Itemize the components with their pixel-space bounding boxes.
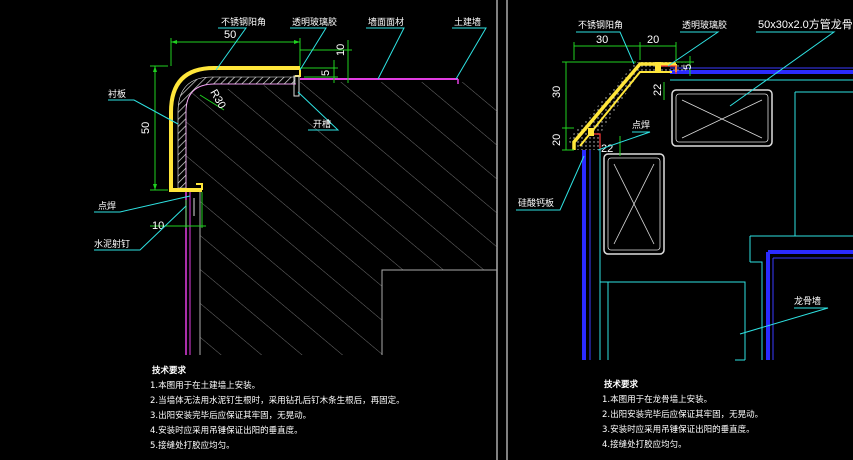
label-stainless-corner: 不锈钢阳角 [578,19,623,31]
dim-5-right: 5 [682,64,694,70]
label-backing-board: 衬板 [108,88,126,100]
label-stainless-corner: 不锈钢阳角 [221,16,266,28]
note-item: 3.出阳安装完毕后应保证其牢固，无晃动。 [150,410,311,421]
notes-title: 技术要求 [152,365,187,376]
tube-keel-top [671,89,773,147]
left-detail: 50 50 R30 10 5 10 不锈钢阳角 透明玻璃胶 墙面面材 土建墙 衬… [94,16,497,451]
dim-width: 50 [224,29,236,41]
dim-20-top: 20 [647,34,659,46]
label-spot-weld: 点焊 [632,119,650,131]
dim-22-b: 22 [601,143,613,155]
dim-10-top: 10 [335,44,347,56]
label-calcium-board: 硅酸钙板 [518,197,554,209]
label-wall-finish: 墙面面材 [368,16,404,28]
label-tube-keel: 50x30x2.0方管龙骨 [758,17,853,31]
right-detail: 30 20 5 30 20 22 22 不锈钢阳角 透明玻璃胶 50x30x2.… [516,17,853,450]
dim-30-top: 30 [596,34,608,46]
note-item: 4.安装时应采用吊锤保证出阳的垂直度。 [150,425,303,436]
dim-22-a: 22 [652,84,664,96]
note-item: 3.安装时应采用吊锤保证出阳的垂直度。 [602,424,755,435]
label-cement-nail: 水泥射钉 [94,238,130,250]
dim-20-left: 20 [551,134,563,146]
note-item: 1.本图用于在龙骨墙上安装。 [602,394,712,405]
right-tech-notes: 技术要求 1.本图用于在龙骨墙上安装。 2.出阳安装完毕后应保证其牢固，无晃动。… [602,379,763,450]
stainless-corner-profile [169,66,300,192]
label-civil-wall: 土建墙 [454,16,481,28]
note-item: 2.当墙体无法用水泥钉生根时，采用钻孔后钉木条生根后，再固定。 [150,395,405,406]
label-spot-weld: 点焊 [98,200,116,212]
notes-title: 技术要求 [604,379,639,390]
dim-10-bottom: 10 [152,220,164,232]
label-groove: 开槽 [313,118,331,130]
note-item: 2.出阳安装完毕后应保证其牢固，无晃动。 [602,409,763,420]
dim-30-left: 30 [551,86,563,98]
tube-keel-left [603,153,665,255]
groove [293,75,300,97]
dim-5: 5 [320,70,332,76]
label-clear-glue: 透明玻璃胶 [682,19,727,31]
dim-height: 50 [140,122,152,134]
note-item: 5.接缝处打胶应均匀。 [150,440,235,451]
left-tech-notes: 技术要求 1.本图用于在土建墙上安装。 2.当墙体无法用水泥钉生根时，采用钻孔后… [150,365,405,451]
civil-wall-hatch [186,82,497,355]
label-keel-wall: 龙骨墙 [794,295,821,307]
note-item: 1.本图用于在土建墙上安装。 [150,380,260,391]
note-item: 4.接缝处打胶应均匀。 [602,439,687,450]
label-clear-glue: 透明玻璃胶 [292,16,337,28]
